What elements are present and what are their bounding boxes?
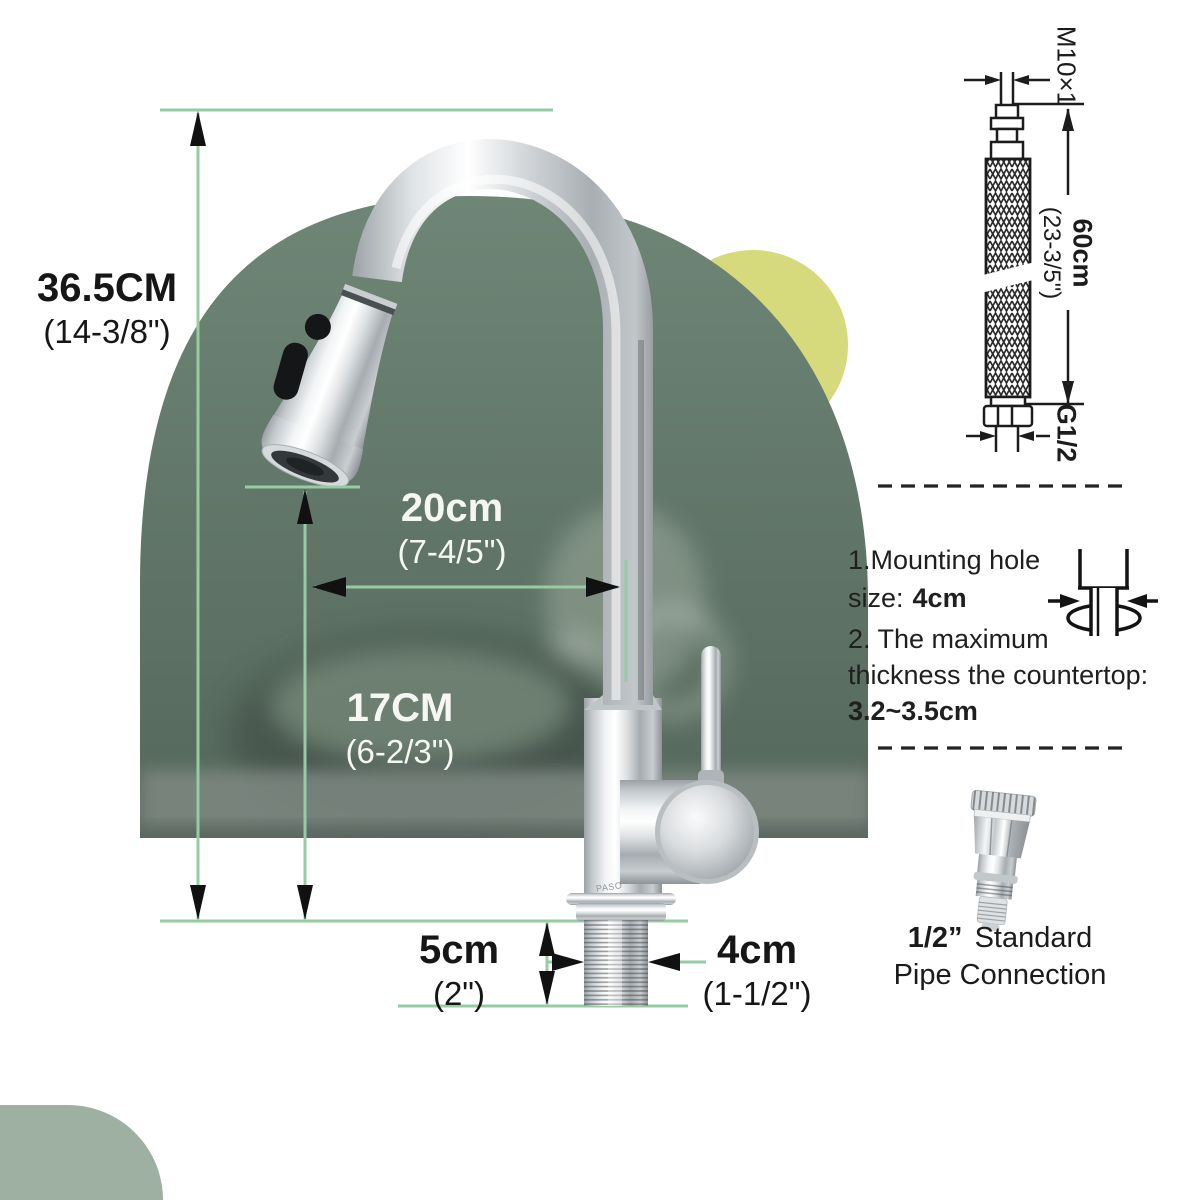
pipe-connector-illustration bbox=[970, 789, 1037, 932]
note-mounting-hole-line2: size: 4cm bbox=[848, 583, 967, 614]
connection-size: 1/2” bbox=[907, 922, 963, 954]
shank-diameter-metric: 4cm bbox=[716, 928, 798, 972]
spout-height-metric: 17CM bbox=[346, 686, 454, 730]
spout-reach-metric: 20cm bbox=[400, 486, 504, 530]
note-thickness-value: 3.2~3.5cm bbox=[848, 696, 978, 726]
dimension-annotations bbox=[190, 111, 706, 1005]
arch-backdrop bbox=[140, 196, 868, 838]
shank-diameter-imperial: (1-1/2") bbox=[702, 974, 812, 1012]
overall-height-imperial: (14-3/8") bbox=[43, 312, 171, 350]
threaded-shank bbox=[584, 920, 648, 1006]
hose-bottom-thread-label: G1/2 bbox=[1051, 403, 1082, 463]
base-flange bbox=[566, 893, 676, 905]
handle-lever bbox=[701, 646, 721, 792]
connection-label-line2: Pipe Connection bbox=[893, 959, 1107, 991]
spray-mode-button bbox=[304, 313, 331, 340]
faucet-illustration bbox=[261, 139, 759, 1006]
spout-height-imperial: (6-2/3") bbox=[345, 732, 455, 770]
gooseneck-spout bbox=[352, 139, 653, 705]
sprayer-head bbox=[261, 283, 398, 488]
note-thickness-line1: 2. The maximum bbox=[848, 624, 1049, 654]
supply-hose-diagram bbox=[964, 72, 1084, 452]
connection-label-line1: 1/2” Standard bbox=[908, 922, 1093, 955]
connection-standard: Standard bbox=[974, 922, 1093, 954]
note-thickness-line2: thickness the countertop: bbox=[848, 660, 1149, 690]
note-mounting-hole-line1: 1.Mounting hole bbox=[848, 545, 1041, 575]
hose-length-imperial-label: (23-3/5") bbox=[1038, 206, 1065, 300]
spray-rocker-button bbox=[273, 342, 308, 400]
shank-length-metric: 5cm bbox=[418, 928, 500, 972]
hose-top-thread-label: M10×1 bbox=[1051, 25, 1082, 107]
dimension-label-spout-height: 17CM (6-2/3") bbox=[346, 686, 455, 771]
dimension-label-spout-reach: 20cm (7-4/5") bbox=[398, 486, 507, 571]
note-size-value: 4cm bbox=[912, 583, 967, 613]
note-size-label: size: bbox=[848, 583, 904, 613]
dimension-label-shank-length: 5cm (2") bbox=[419, 928, 499, 1013]
overall-height-metric: 36.5CM bbox=[36, 266, 178, 310]
hose-length-metric-label: 60cm bbox=[1067, 218, 1098, 288]
dimension-label-overall-height: 36.5CM (14-3/8") bbox=[37, 266, 177, 351]
mounting-hole-icon bbox=[1048, 549, 1158, 636]
dimension-label-shank-diameter: 4cm (1-1/2") bbox=[703, 928, 812, 1013]
shank-length-imperial: (2") bbox=[432, 974, 486, 1012]
corner-shape bbox=[0, 1105, 163, 1200]
spout-reach-imperial: (7-4/5") bbox=[397, 532, 507, 570]
